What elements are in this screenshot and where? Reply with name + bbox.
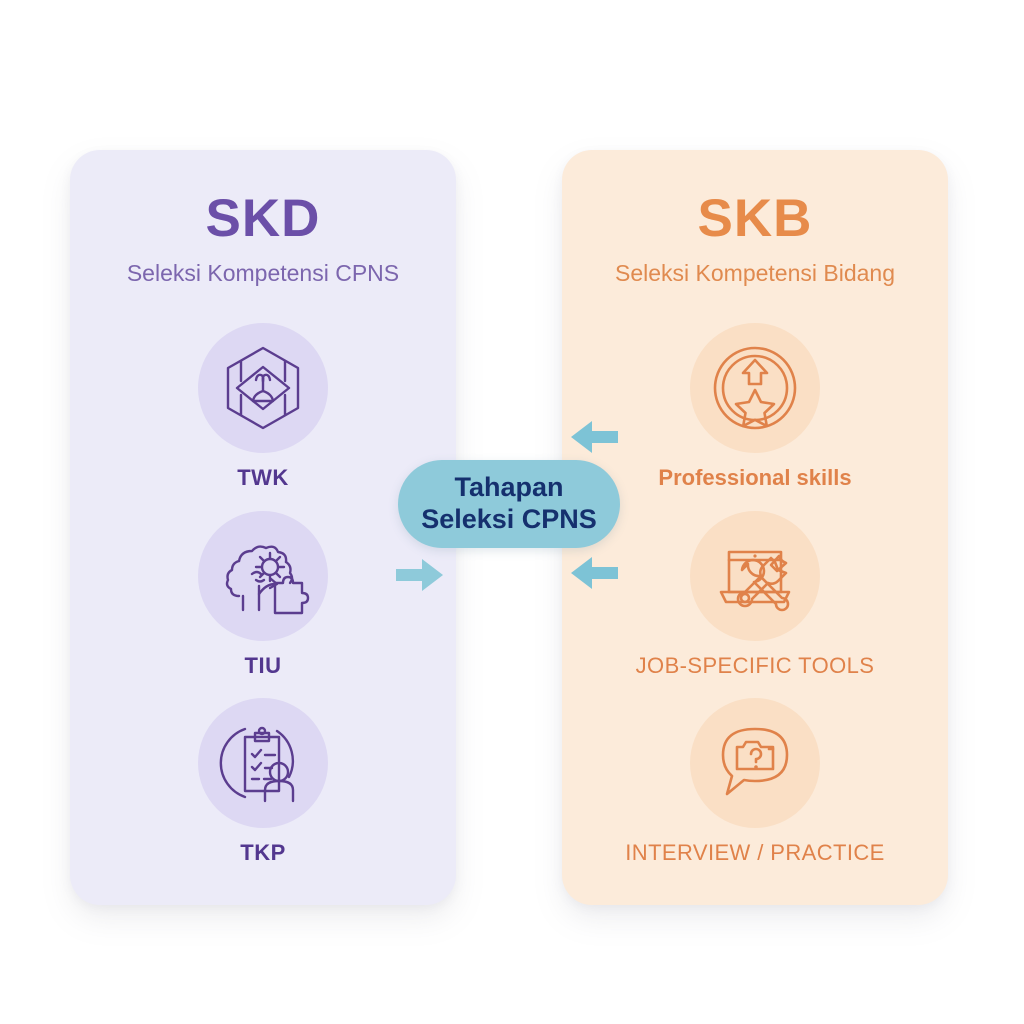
badge-line-2: Seleksi CPNS bbox=[421, 504, 597, 534]
clipboard-checklist-person-icon bbox=[198, 698, 328, 829]
card-skd: SKD Seleksi Kompetensi CPNS bbox=[70, 150, 456, 905]
medal-star-arrow-icon bbox=[690, 323, 820, 454]
skb-item-interview-practice[interactable]: INTERVIEW / PRACTICE bbox=[582, 698, 928, 864]
skb-item-professional-skills[interactable]: Professional skills bbox=[582, 323, 928, 489]
skb-item-job-specific-tools[interactable]: JOB-SPECIFIC TOOLS bbox=[582, 510, 928, 678]
card-skb-title: SKB bbox=[697, 189, 813, 248]
skb-item-label-professional-skills: Professional skills bbox=[658, 465, 852, 491]
skd-item-tiu[interactable]: TIU bbox=[90, 510, 436, 678]
hexagon-emblem-icon bbox=[198, 323, 328, 454]
skd-item-label-tiu: TIU bbox=[244, 652, 282, 678]
skb-item-label-job-specific-tools: JOB-SPECIFIC TOOLS bbox=[635, 652, 875, 678]
skb-item-label-interview-practice: INTERVIEW / PRACTICE bbox=[625, 840, 885, 866]
skd-item-tkp[interactable]: TKP bbox=[90, 698, 436, 864]
skd-item-label-twk: TWK bbox=[237, 465, 289, 491]
brain-gear-puzzle-icon bbox=[198, 510, 328, 641]
card-skb-subtitle: Seleksi Kompetensi Bidang bbox=[615, 260, 895, 286]
arrow-right-to-badge bbox=[396, 558, 444, 592]
speech-bubble-question-icon bbox=[690, 698, 820, 829]
skd-item-label-tkp: TKP bbox=[240, 840, 286, 866]
center-badge-tahapan-seleksi-cpns: Tahapan Seleksi CPNS bbox=[398, 460, 620, 548]
card-skd-title: SKD bbox=[205, 189, 321, 248]
badge-line-1: Tahapan bbox=[454, 472, 564, 503]
skd-item-twk[interactable]: TWK bbox=[90, 323, 436, 489]
card-skd-subtitle: Seleksi Kompetensi CPNS bbox=[126, 260, 400, 286]
arrow-left-from-skb-top bbox=[570, 420, 618, 454]
skd-item-list: TWK bbox=[90, 312, 436, 875]
laptop-wrench-screwdriver-icon bbox=[690, 510, 820, 641]
arrow-left-from-skb-bottom bbox=[570, 556, 618, 590]
card-skb: SKB Seleksi Kompetensi Bidang Profession… bbox=[562, 150, 948, 905]
skb-item-list: Professional skills JOB-SP bbox=[582, 312, 928, 875]
